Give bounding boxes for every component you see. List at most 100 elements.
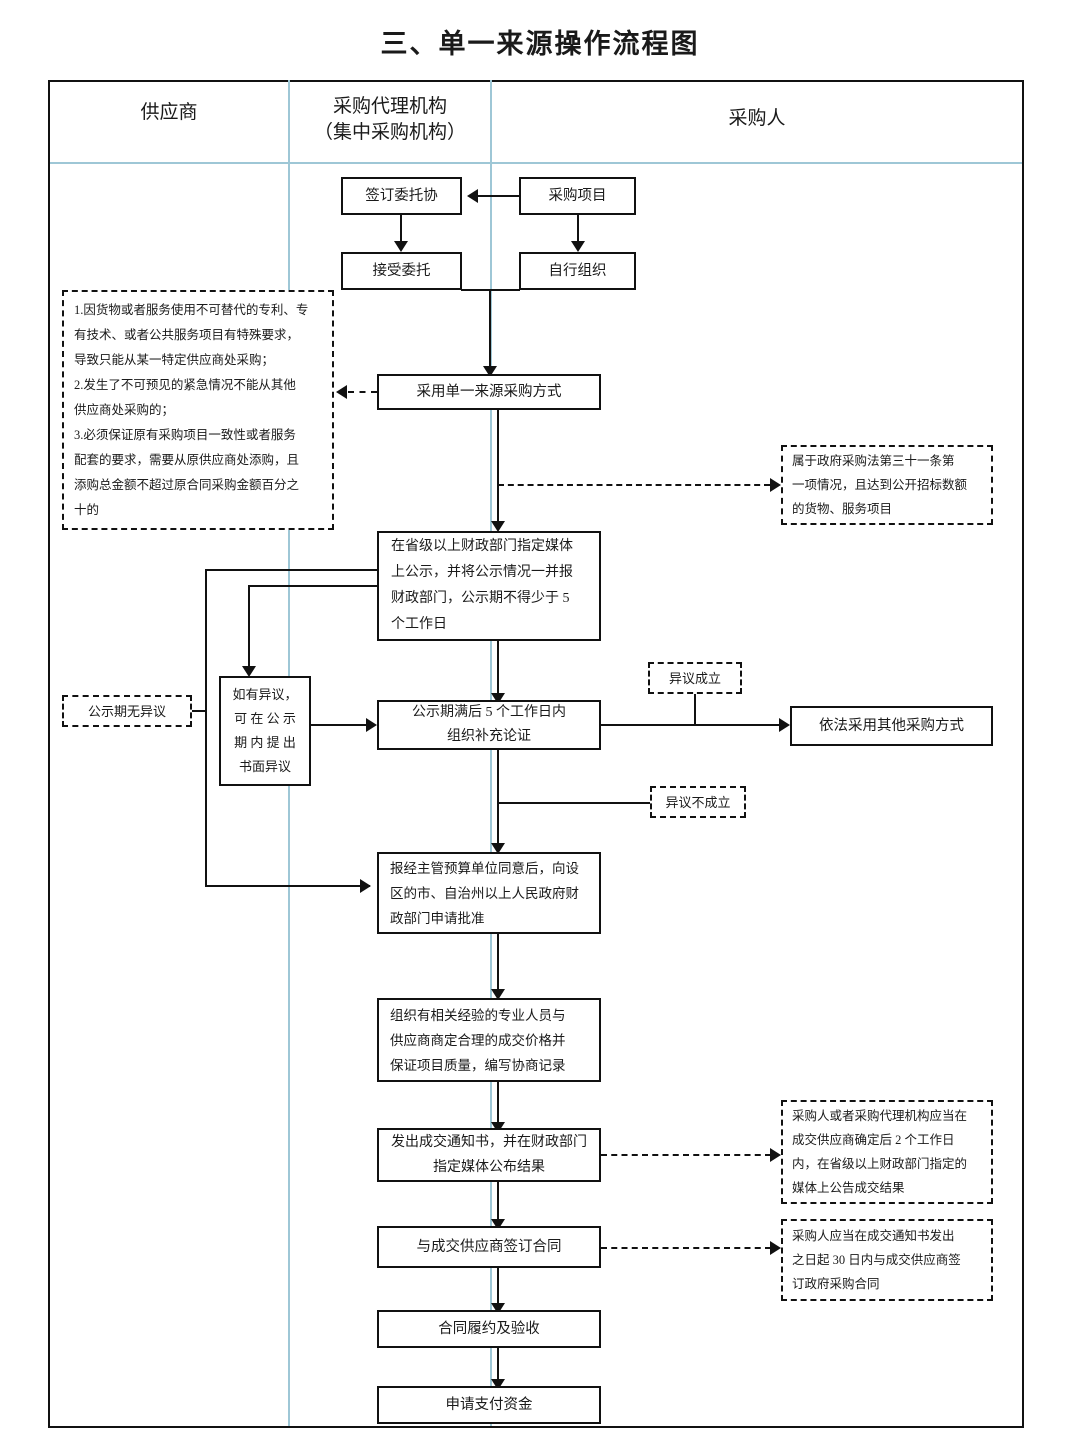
tag-objection-valid: 异议成立 — [648, 662, 742, 694]
lane-divider-agency-purchaser — [490, 80, 492, 1426]
node-notice-line: 发出成交通知书，并在财政部门 — [391, 1135, 587, 1150]
note-law-article-31: 属于政府采购法第三十一条第 一项情况，且达到公开招标数额 的货物、服务项目 — [781, 445, 993, 525]
edge-publicize-left-objection — [248, 585, 378, 587]
node-supplement-line: 公示期满后 5 个工作日内 — [412, 705, 566, 720]
note-contract-30days: 采购人应当在成交通知书发出 之日起 30 日内与成交供应商签 订政府采购合同 — [781, 1219, 993, 1301]
lane-label-purchaser: 采购人 — [728, 108, 786, 129]
edge-notice-to-contract-arrow — [491, 1219, 505, 1230]
edge-supplement-down — [497, 750, 499, 844]
node-objection-line: 期 内 提 出 — [234, 735, 296, 750]
node-approval-line: 报经主管预算单位同意后，向设 — [390, 860, 579, 876]
edge-project-to-sign — [478, 195, 520, 197]
edge-perform-to-payment-arrow — [491, 1379, 505, 1390]
edge-adopt-to-conditions-arrow — [336, 385, 347, 399]
tag-objection-invalid: 异议不成立 — [650, 786, 746, 818]
node-self-organize[interactable]: 自行组织 — [519, 252, 636, 290]
node-negotiate-line: 组织有相关经验的专业人员与 — [390, 1007, 566, 1023]
node-publicize-line: 上公示，并将公示情况一并报 — [391, 565, 573, 580]
node-accept-entrust[interactable]: 接受委托 — [341, 252, 462, 290]
note-line: 导致只能从某一特定供应商处采购； — [74, 352, 275, 367]
lane-label-agency-line1: 采购代理机构 — [332, 96, 447, 117]
edge-to-law-note-arrow — [770, 478, 781, 492]
note-single-source-conditions: 1.因货物或者服务使用不可替代的专利、专 有技术、或者公共服务项目有特殊要求， … — [62, 290, 334, 530]
note-line: 内，在省级以上财政部门指定的 — [792, 1157, 968, 1171]
note-line: 媒体上公告成交结果 — [792, 1181, 905, 1195]
node-notice-line: 指定媒体公布结果 — [433, 1160, 545, 1175]
edge-noobj-to-approval-arrow — [360, 879, 371, 893]
edge-merge-down — [489, 289, 491, 367]
edge-notice-to-contract — [497, 1182, 499, 1220]
edge-contract-to-30day-note — [601, 1247, 771, 1249]
edge-project-to-self-arrow — [571, 241, 585, 252]
lane-label-agency-line2: （集中采购机构） — [313, 122, 466, 143]
edge-objection-invalid-stub — [498, 802, 650, 804]
edge-supplement-down-arrow — [491, 843, 505, 854]
node-publicize-line: 个工作日 — [391, 617, 447, 632]
edge-noobj-to-approval — [205, 885, 370, 887]
edge-publicize-left-objection-down — [248, 585, 250, 667]
note-line: 采购人应当在成交通知书发出 — [792, 1229, 955, 1243]
edge-publicize-left-objection-arrow — [242, 666, 256, 677]
node-negotiate-price[interactable]: 组织有相关经验的专业人员与 供应商商定合理的成交价格并 保证项目质量，编写协商记… — [377, 998, 601, 1082]
note-line: 一项情况，且达到公开招标数额 — [792, 478, 968, 492]
edge-publicize-to-supplement-arrow — [491, 693, 505, 704]
note-line: 3.必须保证原有采购项目一致性或者服务 — [74, 427, 296, 442]
note-line: 添购总金额不超过原合同采购金额百分之 — [74, 477, 300, 492]
node-objection-line: 可 在 公 示 — [234, 711, 296, 726]
tag-no-objection: 公示期无异议 — [62, 695, 192, 727]
node-approval-line: 区的市、自治州以上人民政府财 — [390, 885, 579, 901]
note-line: 十的 — [74, 502, 100, 517]
node-sign-contract[interactable]: 与成交供应商签订合同 — [377, 1226, 601, 1268]
edge-negotiate-to-notice-arrow — [491, 1122, 505, 1133]
note-line: 2.发生了不可预见的紧急情况不能从其他 — [74, 377, 296, 392]
lane-header-rule — [50, 162, 1022, 164]
edge-sign-to-accept — [400, 215, 402, 242]
edge-objection-to-supplement-arrow — [366, 718, 377, 732]
page-title: 三、单一来源操作流程图 — [380, 29, 700, 59]
lane-label-supplier: 供应商 — [140, 102, 198, 123]
node-apply-approval[interactable]: 报经主管预算单位同意后，向设 区的市、自治州以上人民政府财 政部门申请批准 — [377, 852, 601, 934]
note-line: 配套的要求，需要从原供应商处添购，且 — [74, 452, 300, 467]
edge-negotiate-to-notice — [497, 1082, 499, 1123]
node-publicize-line: 在省级以上财政部门指定媒体 — [391, 539, 573, 554]
node-negotiate-line: 供应商商定合理的成交价格并 — [390, 1032, 566, 1048]
edge-sign-to-accept-arrow — [394, 241, 408, 252]
edge-publicize-left-noobj-down — [205, 569, 207, 887]
edge-contract-to-30day-note-arrow — [770, 1241, 781, 1255]
edge-adopt-to-publicize — [497, 410, 499, 522]
node-issue-notice[interactable]: 发出成交通知书，并在财政部门 指定媒体公布结果 — [377, 1128, 601, 1182]
node-other-procurement-method[interactable]: 依法采用其他采购方式 — [790, 706, 993, 746]
edge-approval-to-negotiate — [497, 934, 499, 990]
note-line: 采购人或者采购代理机构应当在 — [792, 1109, 968, 1123]
note-line: 之日起 30 日内与成交供应商签 — [792, 1253, 961, 1267]
node-adopt-single-source[interactable]: 采用单一来源采购方式 — [377, 374, 601, 410]
lane-label-agency: 采购代理机构 （集中采购机构） — [290, 94, 490, 146]
edge-notice-to-announce-note-arrow — [770, 1148, 781, 1162]
node-objection-written[interactable]: 如有异议， 可 在 公 示 期 内 提 出 书面异议 — [219, 676, 311, 786]
edge-merge-down-arrow — [483, 366, 497, 377]
edge-adopt-to-conditions — [348, 391, 377, 393]
edge-supplement-to-other — [601, 724, 780, 726]
note-line: 成交供应商确定后 2 个工作日 — [792, 1133, 955, 1147]
node-supplement-line: 组织补充论证 — [447, 729, 531, 744]
note-line: 的货物、服务项目 — [792, 502, 893, 516]
node-publicize[interactable]: 在省级以上财政部门指定媒体 上公示，并将公示情况一并报 财政部门，公示期不得少于… — [377, 531, 601, 641]
edge-project-to-sign-arrow — [467, 189, 478, 203]
note-line: 1.因货物或者服务使用不可替代的专利、专 — [74, 302, 309, 317]
node-apply-payment[interactable]: 申请支付资金 — [377, 1386, 601, 1424]
note-announce-result: 采购人或者采购代理机构应当在 成交供应商确定后 2 个工作日 内，在省级以上财政… — [781, 1100, 993, 1204]
edge-approval-to-negotiate-arrow — [491, 989, 505, 1000]
node-publicize-line: 财政部门，公示期不得少于 5 — [391, 591, 570, 606]
edge-publicize-left-noobj — [205, 569, 378, 571]
node-contract-performance-acceptance[interactable]: 合同履约及验收 — [377, 1310, 601, 1348]
node-sign-entrust[interactable]: 签订委托协 — [341, 177, 462, 215]
edge-objection-to-supplement — [311, 724, 367, 726]
edge-to-law-note — [498, 484, 770, 486]
node-supplement-demonstration[interactable]: 公示期满后 5 个工作日内 组织补充论证 — [377, 700, 601, 750]
note-line: 有技术、或者公共服务项目有特殊要求， — [74, 327, 300, 342]
edge-project-to-self — [577, 215, 579, 242]
node-purchase-project[interactable]: 采购项目 — [519, 177, 636, 215]
node-negotiate-line: 保证项目质量，编写协商记录 — [390, 1057, 566, 1073]
node-approval-line: 政部门申请批准 — [390, 910, 485, 926]
